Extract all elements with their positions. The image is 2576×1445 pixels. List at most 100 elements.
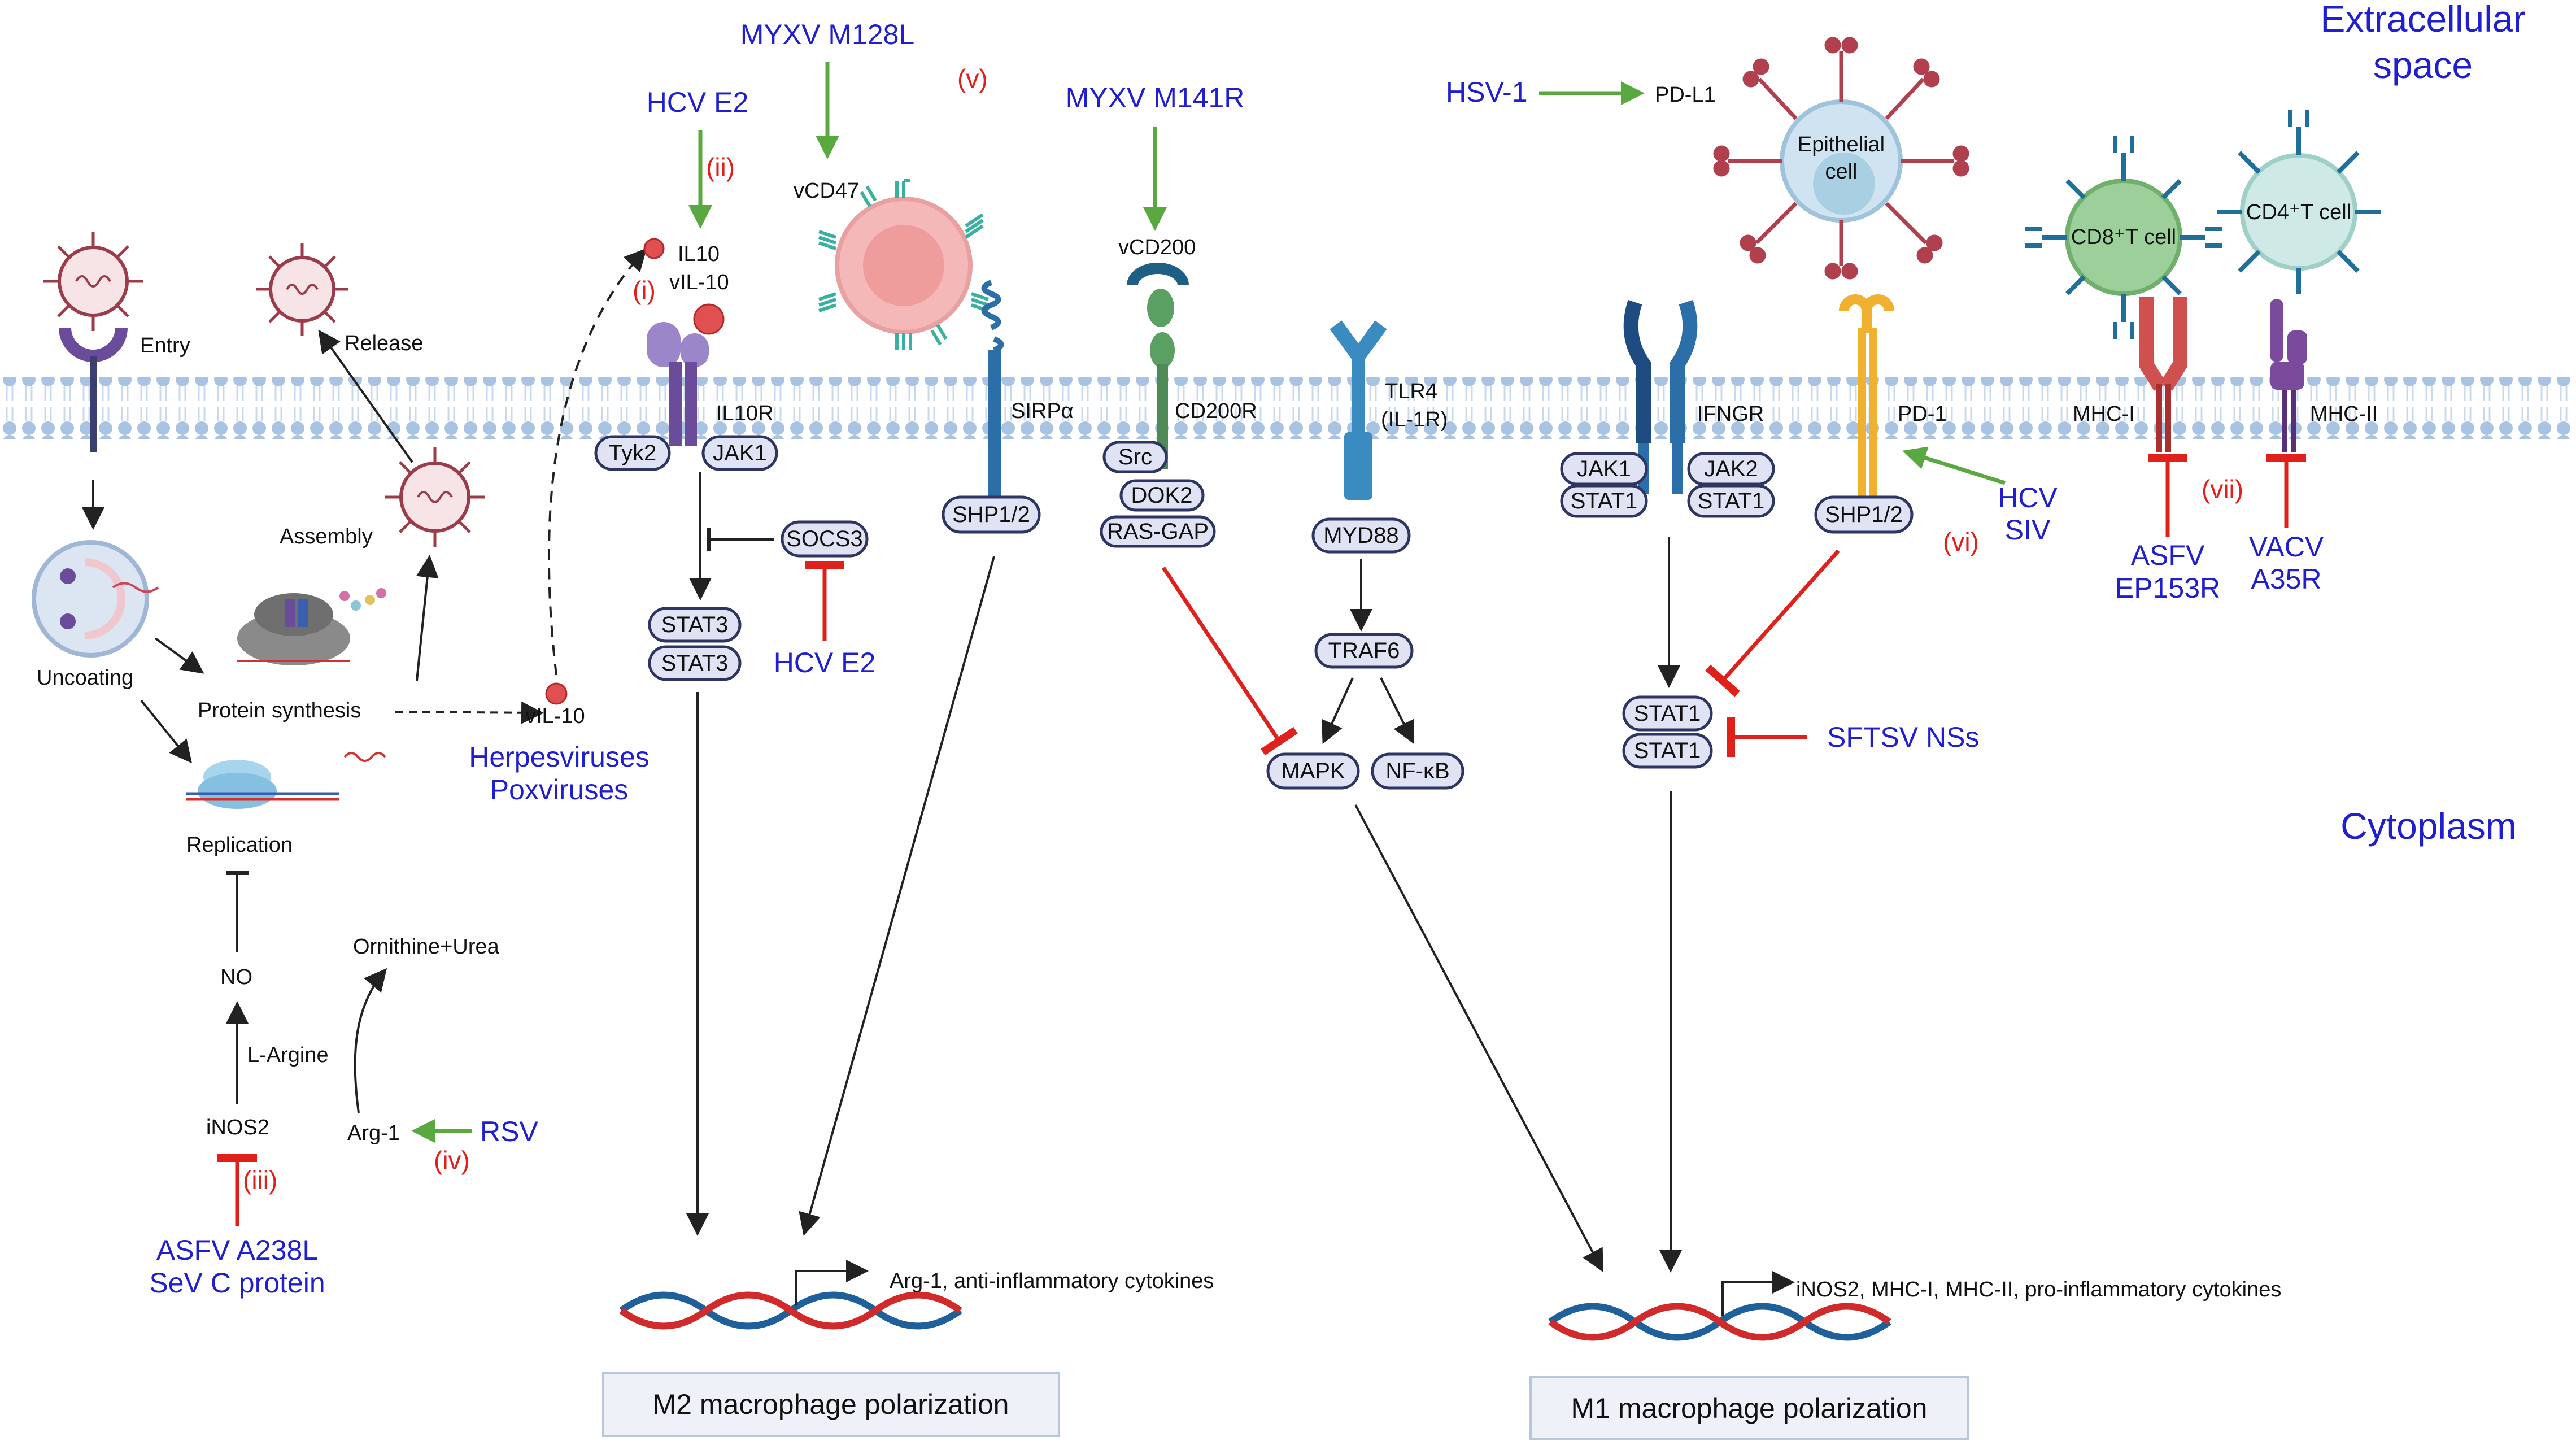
asfv-a238l-label: ASFV A238L — [156, 1234, 318, 1266]
tlr4-pathway: TLR4 (IL-1R) MYD88 TRAF6 MAPK NF-κB — [1266, 320, 1603, 1273]
vacv-label: VACV — [2249, 531, 2324, 563]
m1-transcription-arrow — [1721, 1271, 1795, 1316]
cd200r-receptor-icon — [1147, 289, 1175, 469]
endosome-uncoating-icon — [32, 540, 159, 658]
protein-synthesis-label: Protein synthesis — [198, 699, 361, 722]
uncoating-to-synthesis-arrow — [154, 637, 204, 674]
cd200-pathway: MYXV M141R vCD200 CD200R Src DOK2 RAS-GA… — [1066, 82, 1298, 756]
mhc1-receptor-icon — [2139, 297, 2187, 452]
myd88-pill — [1311, 517, 1411, 554]
cd200r-label: CD200R — [1175, 399, 1257, 423]
vcd200-ligand-icon — [1127, 263, 1189, 286]
traf6-pill — [1314, 633, 1414, 669]
hsv1-label: HSV-1 — [1446, 76, 1528, 108]
synthesis-to-assembly-arrow — [416, 555, 439, 681]
il10-pathway: HCV E2 (ii) IL10 vIL-10 (i) IL10R Tyk2 J… — [594, 86, 875, 1236]
mapk-pill — [1266, 752, 1360, 790]
inos2-label: iNOS2 — [206, 1116, 269, 1139]
shp12-pd1-label: SHP1/2 — [1825, 502, 1903, 527]
ep153r-label: EP153R — [2115, 572, 2220, 604]
epithelial-label-line1: Epithelial — [1798, 133, 1885, 156]
rasgap-inhibits-mapk — [1162, 567, 1298, 756]
m1-output: iNOS2, MHC-I, MHC-II, pro-inflammatory c… — [1529, 1271, 2281, 1440]
socs3-label: SOCS3 — [786, 526, 863, 551]
src-pill — [1102, 441, 1168, 473]
cd4-t-cell-label: CD4⁺T cell — [2246, 201, 2351, 224]
jak2-label: JAK2 — [1704, 456, 1758, 481]
stat1-dimer-upper-pill — [1622, 695, 1713, 732]
traf6-to-nfkb-arrow — [1380, 677, 1414, 745]
nfkb-to-m1-arrow — [1354, 804, 1603, 1273]
mhc1-label: MHC-I — [2073, 402, 2135, 426]
src-label: Src — [1118, 445, 1152, 469]
replication-label: Replication — [186, 833, 293, 857]
shp12-inhibits-stat1 — [1705, 549, 1840, 697]
sirpa-receptor-extracellular-icon — [981, 280, 1004, 353]
numeral-vii: (vii) — [2202, 475, 2243, 504]
myxv-m128l-label: MYXV M128L — [740, 19, 914, 50]
jak1-ifn-pill — [1560, 452, 1648, 486]
m1-genes-label: iNOS2, MHC-I, MHC-II, pro-inflammatory c… — [1796, 1278, 2281, 1302]
sftsv-nss-label: SFTSV NSs — [1827, 721, 1979, 753]
ifngr-label: IFNGR — [1697, 402, 1764, 426]
uncoating-label: Uncoating — [37, 666, 133, 690]
herpesviruses-label: Herpesviruses — [469, 741, 650, 773]
cd47-pathway: MYXV M128L (v) vCD47 SIRPα SHP1/2 — [740, 19, 1074, 1236]
pd1-pathway: HSV-1 PD-L1 Epithelial cell PD-1 — [1446, 37, 2058, 697]
cell-membrane — [0, 377, 2576, 439]
shp12-cd47-label: SHP1/2 — [952, 502, 1030, 527]
no-label: NO — [220, 965, 252, 989]
m2-dna-icon — [619, 1291, 962, 1330]
stat3-lower-pill — [648, 645, 742, 681]
vcd47-label: vCD47 — [794, 179, 859, 203]
il10r-label: IL10R — [716, 402, 773, 425]
numeral-ii: (ii) — [706, 153, 735, 182]
stat1-right-label: STAT1 — [1698, 489, 1765, 513]
vil10-secretion-arrow — [547, 248, 647, 676]
myxv-m141r-label: MYXV M141R — [1066, 82, 1245, 114]
poxviruses-label: Poxviruses — [490, 774, 629, 806]
nfkb-label: NF-κB — [1385, 759, 1449, 784]
synthesis-to-vil10-arrow — [395, 701, 544, 724]
jak2-pill — [1687, 452, 1775, 486]
pd1-receptor-icon — [1839, 294, 1894, 497]
m1-polarization-box — [1529, 1376, 1969, 1440]
hcv-e2-top-label: HCV E2 — [647, 86, 749, 118]
m2-output: Arg-1, anti-inflammatory cytokines M2 ma… — [602, 1260, 1214, 1437]
traf6-label: TRAF6 — [1328, 638, 1400, 663]
arg1-to-ornithine-arrow — [354, 968, 387, 1113]
shp12-cd47-pill — [942, 495, 1041, 534]
stat1-dimer-upper-label: STAT1 — [1634, 701, 1701, 726]
nfkb-pill — [1371, 752, 1464, 790]
mapk-label: MAPK — [1281, 759, 1345, 784]
ornithine-urea-label: Ornithine+Urea — [353, 935, 500, 959]
jak1-pill — [701, 435, 778, 471]
il1r-label: (IL-1R) — [1381, 408, 1448, 432]
entry-label: Entry — [140, 334, 190, 358]
stat1-dimer-lower-pill — [1622, 733, 1713, 769]
stat1-dimer-lower-label: STAT1 — [1634, 738, 1701, 763]
epithelial-cell-icon — [1713, 37, 1969, 280]
ribosome-icon — [237, 588, 386, 665]
release-label: Release — [345, 332, 423, 355]
numeral-v: (v) — [957, 64, 988, 93]
numeral-iii: (iii) — [243, 1165, 277, 1195]
pd1-label: PD-1 — [1898, 402, 1947, 426]
il10r-receptor-icon — [647, 303, 725, 446]
cd8-t-cell-label: CD8⁺T cell — [2071, 225, 2176, 249]
dok2-pill — [1119, 479, 1205, 512]
vil10-label: vIL-10 — [525, 704, 585, 728]
ifngr-pathway: IFNGR JAK1 STAT1 JAK2 STAT1 STAT1 STAT1 … — [1560, 299, 1979, 1273]
virus-particle-assembly-icon — [385, 447, 485, 547]
tlr4-receptor-icon — [1330, 320, 1387, 500]
mhc2-receptor-icon — [2270, 299, 2307, 452]
sev-c-label: SeV C protein — [149, 1267, 325, 1299]
virus-particle-release-icon — [256, 243, 348, 336]
replication-complex-icon — [186, 752, 386, 809]
stat1-left-label: STAT1 — [1571, 489, 1638, 513]
arg1-label: Arg-1 — [347, 1121, 400, 1145]
vcd200-label: vCD200 — [1118, 236, 1196, 259]
stat1-left-pill — [1560, 484, 1648, 518]
entry-receptor-icon — [59, 327, 128, 452]
extracellular-label-line2: space — [2373, 44, 2473, 86]
